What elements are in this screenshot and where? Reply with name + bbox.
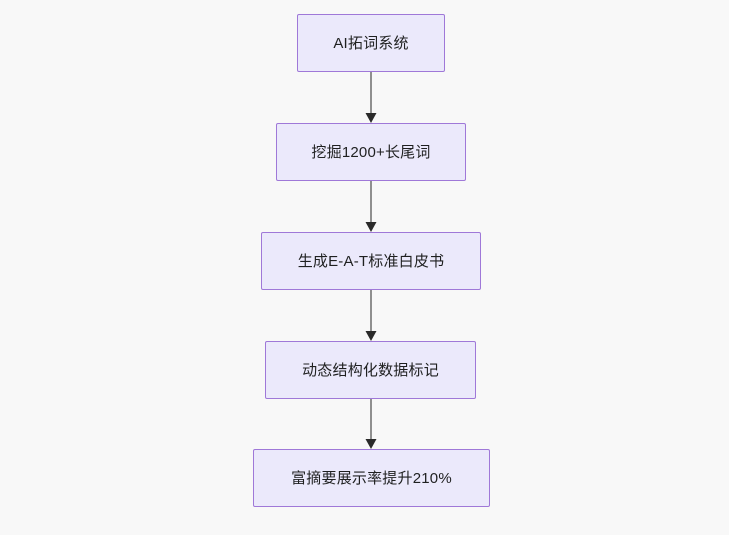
flow-node-label: AI拓词系统: [333, 34, 409, 52]
flow-node-rich-snippet-rate-increase[interactable]: 富摘要展示率提升210%: [253, 449, 490, 507]
arrowhead-n4-n5: [365, 439, 377, 449]
arrowhead-n3-n4: [365, 331, 377, 341]
arrowhead-n2-n3: [365, 222, 377, 232]
flow-node-mine-longtail-keywords[interactable]: 挖掘1200+长尾词: [276, 123, 466, 181]
flow-node-ai-keyword-system[interactable]: AI拓词系统: [297, 14, 445, 72]
flow-node-label: 生成E-A-T标准白皮书: [297, 252, 445, 270]
flow-node-label: 挖掘1200+长尾词: [311, 143, 431, 161]
flow-node-dynamic-structured-data-markup[interactable]: 动态结构化数据标记: [265, 341, 476, 399]
flow-node-generate-eat-whitepaper[interactable]: 生成E-A-T标准白皮书: [261, 232, 481, 290]
arrowhead-n1-n2: [365, 113, 377, 123]
flow-node-label: 动态结构化数据标记: [302, 361, 439, 379]
flow-node-label: 富摘要展示率提升210%: [291, 469, 452, 487]
